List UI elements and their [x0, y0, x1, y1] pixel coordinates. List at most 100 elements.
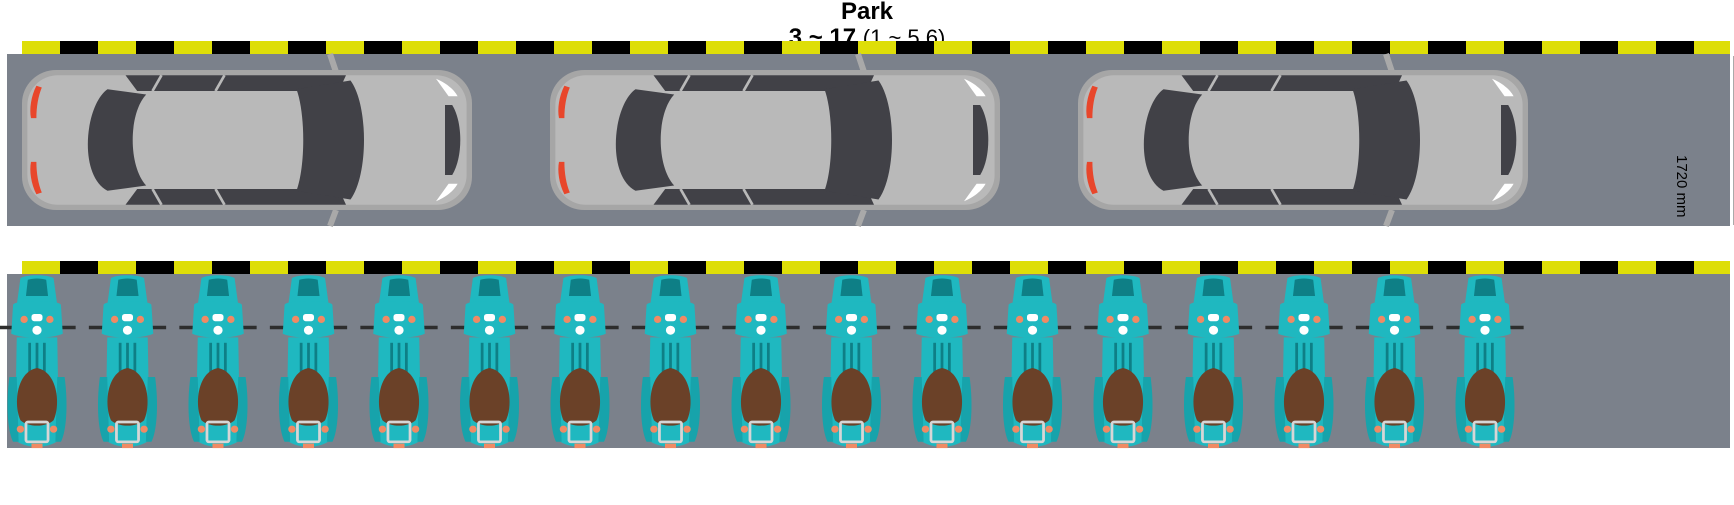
curb-stripe-segment — [1010, 261, 1048, 274]
scooter-parking-row — [0, 261, 1730, 450]
curb-stripe-segment — [478, 261, 516, 274]
curb-stripe-segment — [1694, 41, 1730, 54]
car-top-view-icon — [1076, 68, 1530, 212]
curb-stripe-segment — [364, 261, 402, 274]
curb-stripe-segment — [706, 261, 744, 274]
curb-stripe-segment — [1618, 41, 1656, 54]
curb-stripe-segment — [1048, 41, 1086, 54]
curb-stripe-segment — [1352, 261, 1390, 274]
dimension-label: 1720 mm — [1673, 155, 1690, 218]
curb-stripe-segment — [136, 261, 174, 274]
curb-stripe-segment — [1580, 261, 1618, 274]
curb-stripe-segment — [98, 261, 136, 274]
curb-stripe-segment — [212, 41, 250, 54]
curb-stripe-segment — [1352, 41, 1390, 54]
curb-stripe-segment — [744, 261, 782, 274]
bay-divider — [855, 53, 867, 228]
scooter-group — [0, 273, 1526, 450]
curb-stripe-segment — [1124, 261, 1162, 274]
curb-stripe-segment — [1086, 41, 1124, 54]
curb-stripe-segment — [1238, 41, 1276, 54]
curb-stripe-segment — [1542, 261, 1580, 274]
curb-stripe-segment — [1162, 261, 1200, 274]
curb-stripe-bottom — [22, 261, 1730, 274]
curb-stripe-segment — [60, 41, 98, 54]
curb-stripe-segment — [1580, 41, 1618, 54]
bay-divider — [327, 53, 339, 228]
curb-stripe-segment — [98, 41, 136, 54]
curb-stripe-segment — [630, 41, 668, 54]
diagram-title: Park — [840, 0, 894, 25]
curb-stripe-segment — [402, 261, 440, 274]
curb-stripe-segment — [250, 41, 288, 54]
curb-stripe-segment — [554, 41, 592, 54]
curb-stripe-segment — [288, 261, 326, 274]
curb-stripe-segment — [972, 261, 1010, 274]
curb-stripe-segment — [706, 41, 744, 54]
curb-stripe-segment — [1466, 261, 1504, 274]
curb-stripe-segment — [402, 41, 440, 54]
curb-stripe-segment — [1086, 261, 1124, 274]
curb-stripe-segment — [668, 261, 706, 274]
curb-stripe-segment — [1200, 261, 1238, 274]
curb-stripe-segment — [250, 261, 288, 274]
curb-stripe-segment — [1390, 261, 1428, 274]
curb-stripe-segment — [1694, 261, 1730, 274]
curb-stripe-segment — [1504, 41, 1542, 54]
curb-stripe-segment — [782, 261, 820, 274]
curb-stripe-segment — [136, 41, 174, 54]
curb-stripe-segment — [934, 41, 972, 54]
car-top-view-icon — [548, 68, 1002, 212]
curb-stripe-segment — [972, 41, 1010, 54]
car-group — [20, 53, 1530, 228]
curb-stripe-segment — [896, 41, 934, 54]
curb-stripe-segment — [858, 41, 896, 54]
curb-stripe-segment — [1048, 261, 1086, 274]
curb-stripe-segment — [326, 261, 364, 274]
curb-stripe-segment — [1466, 41, 1504, 54]
curb-stripe-segment — [592, 261, 630, 274]
curb-stripe-segment — [1124, 41, 1162, 54]
curb-stripe-segment — [858, 261, 896, 274]
curb-stripe-segment — [1428, 41, 1466, 54]
curb-stripe-segment — [1162, 41, 1200, 54]
curb-stripe-segment — [174, 41, 212, 54]
curb-stripe-segment — [1504, 261, 1542, 274]
curb-stripe-segment — [440, 261, 478, 274]
curb-stripe-top — [22, 41, 1730, 54]
curb-stripe-segment — [1238, 261, 1276, 274]
curb-stripe-segment — [174, 261, 212, 274]
curb-stripe-segment — [782, 41, 820, 54]
curb-stripe-segment — [516, 261, 554, 274]
curb-stripe-segment — [744, 41, 782, 54]
curb-stripe-segment — [364, 41, 402, 54]
curb-stripe-segment — [896, 261, 934, 274]
car-top-view-icon — [20, 68, 474, 212]
curb-stripe-segment — [1656, 261, 1694, 274]
curb-stripe-segment — [212, 261, 250, 274]
curb-stripe-segment — [60, 261, 98, 274]
curb-stripe-segment — [1618, 261, 1656, 274]
curb-stripe-segment — [630, 261, 668, 274]
curb-stripe-segment — [1428, 261, 1466, 274]
curb-stripe-segment — [516, 41, 554, 54]
curb-stripe-segment — [934, 261, 972, 274]
curb-stripe-segment — [1200, 41, 1238, 54]
curb-stripe-segment — [478, 41, 516, 54]
car-parking-row — [7, 41, 1730, 228]
curb-stripe-segment — [1390, 41, 1428, 54]
curb-stripe-segment — [820, 261, 858, 274]
curb-stripe-segment — [554, 261, 592, 274]
curb-stripe-segment — [1542, 41, 1580, 54]
bay-divider — [1383, 53, 1395, 228]
curb-stripe-segment — [820, 41, 858, 54]
curb-stripe-segment — [288, 41, 326, 54]
curb-stripe-segment — [22, 261, 60, 274]
curb-stripe-segment — [1314, 41, 1352, 54]
curb-stripe-segment — [22, 41, 60, 54]
curb-stripe-segment — [1010, 41, 1048, 54]
curb-stripe-segment — [1656, 41, 1694, 54]
curb-stripe-segment — [440, 41, 478, 54]
curb-stripe-segment — [668, 41, 706, 54]
